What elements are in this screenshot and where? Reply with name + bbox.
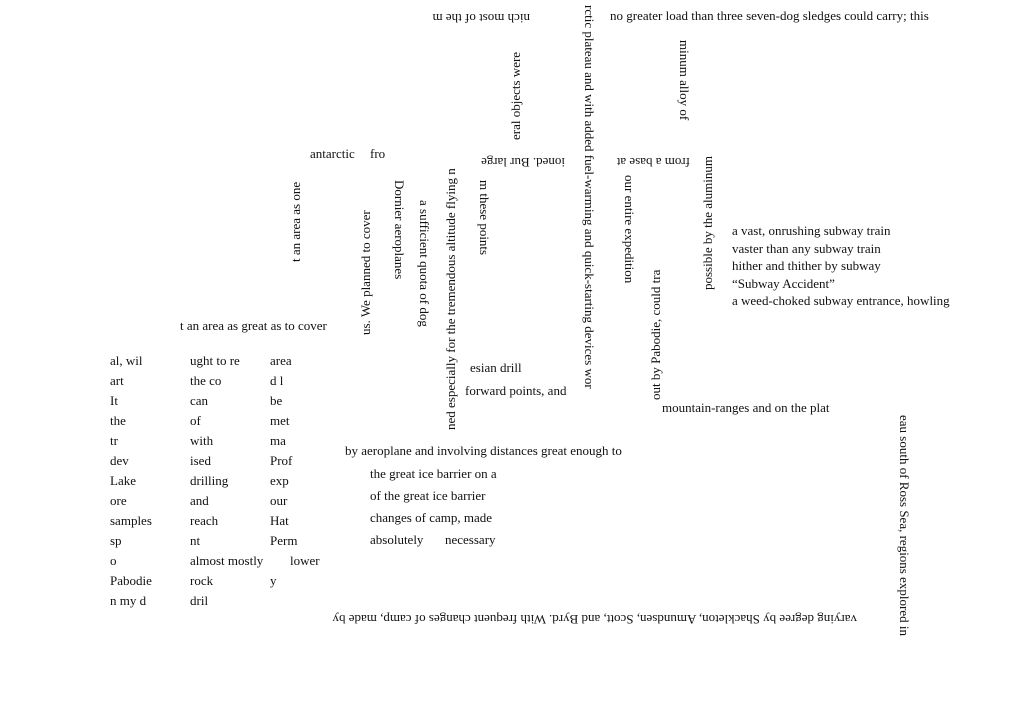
cluster-fragment: dril [190, 593, 208, 608]
cluster-fragment: area [270, 353, 292, 368]
cluster-fragment: Hat [270, 513, 289, 528]
cluster-fragment: ught to re [190, 353, 240, 368]
cluster-fragment: tr [110, 433, 119, 448]
cluster-fragment: ore [110, 493, 127, 508]
path-text-area-one: t an area as one [288, 182, 303, 262]
cluster-fragment: of [190, 413, 202, 428]
path-text-plateau: rctic plateau and with added fuel-warmin… [582, 5, 597, 389]
cluster-fragment: reach [190, 513, 219, 528]
path-text-possible: possible by the aluminum [700, 156, 715, 290]
cluster-fragment: art [110, 373, 124, 388]
text-antarctic: antarctic [310, 146, 355, 161]
cluster-fragment: It [110, 393, 118, 408]
cluster-fragment: sp [110, 533, 122, 548]
cluster-fragment: the [110, 413, 126, 428]
cluster-fragment: with [190, 433, 214, 448]
cluster-fragment: Pabodie [110, 573, 152, 588]
cluster-fragment: nt [190, 533, 201, 548]
path-text-dornier: Dornier aeroplanes [392, 180, 407, 279]
path-text-objects: eral objects were [508, 52, 523, 140]
text-cluster: al, wil ught to re area art the co d l I… [110, 353, 320, 608]
cluster-fragment: the co [190, 373, 221, 388]
poem-line: a weed-choked subway entrance, howling [732, 293, 950, 308]
path-text-mountain: mountain-ranges and on the plat [662, 400, 830, 415]
path-text-base: from a base at [616, 155, 690, 170]
path-text-aeroplane: by aeroplane and involving distances gre… [345, 443, 622, 458]
path-text-camp: changes of camp, made [370, 510, 492, 525]
cluster-fragment: samples [110, 513, 152, 528]
cluster-fragment: rock [190, 573, 214, 588]
cluster-fragment: drilling [190, 473, 229, 488]
path-text-necessary: necessary [445, 532, 496, 547]
path-text-forward-points: forward points, and [465, 383, 567, 398]
cluster-fragment: met [270, 413, 290, 428]
cluster-fragment: be [270, 393, 283, 408]
cluster-fragment: exp [270, 473, 289, 488]
text-fro: fro [370, 146, 385, 161]
subway-poem: a vast, onrushing subway train vaster th… [732, 222, 950, 310]
cluster-fragment: can [190, 393, 209, 408]
cluster-fragment: o [110, 553, 117, 568]
path-text-most: nich most of the m [433, 11, 531, 26]
cluster-fragment: dev [110, 453, 129, 468]
cluster-fragment: Perm [270, 533, 297, 548]
poem-line: “Subway Accident” [732, 275, 835, 291]
path-text-ice-barrier: of the great ice barrier [370, 488, 486, 503]
cluster-fragment: d l [270, 373, 284, 388]
cluster-fragment: n my d [110, 593, 147, 608]
path-text-aluminum: minum alloy of [677, 40, 692, 121]
poem-line: hither and thither by subway [732, 258, 881, 273]
cluster-fragment: lower [290, 553, 320, 568]
path-text-sledges: no greater load than three seven-dog sle… [610, 8, 929, 23]
cluster-fragment: Lake [110, 473, 136, 488]
path-text-absolutely: absolutely [370, 532, 424, 547]
path-text-planned: us. We planned to cover [358, 210, 373, 335]
cluster-fragment: y [270, 573, 277, 588]
cluster-fragment: almost mostly [190, 553, 264, 568]
path-text-quota: a sufficient quota of dog [417, 200, 432, 327]
cluster-fragment: Prof [270, 453, 293, 468]
path-text-great-ice: the great ice barrier on a [370, 466, 497, 481]
path-text-drill: esian drill [470, 360, 522, 375]
path-text-ioned: ioned. Bur large [481, 155, 565, 170]
path-text-area-great: t an area as great as to cover [180, 318, 328, 333]
cluster-fragment: ma [270, 433, 286, 448]
path-text-altitude: ned especially for the tremendous altitu… [443, 168, 458, 430]
cluster-fragment: al, wil [110, 353, 143, 368]
cluster-fragment: our [270, 493, 288, 508]
path-text-pabodie: out by Pabodie, could tra [648, 269, 663, 400]
cluster-fragment: ised [190, 453, 211, 468]
cluster-fragment: and [190, 493, 209, 508]
path-text-bottom-loop: varying degree by Shackleton, Amundsen, … [332, 612, 857, 627]
poem-line: vaster than any subway train [732, 240, 881, 256]
path-text-points: m these points [477, 180, 492, 255]
poem-line: a vast, onrushing subway train [732, 223, 891, 238]
path-text-expedition: our entire expedition [622, 175, 637, 284]
path-text-right-side: eau south of Ross Sea, regions explored … [897, 415, 912, 636]
